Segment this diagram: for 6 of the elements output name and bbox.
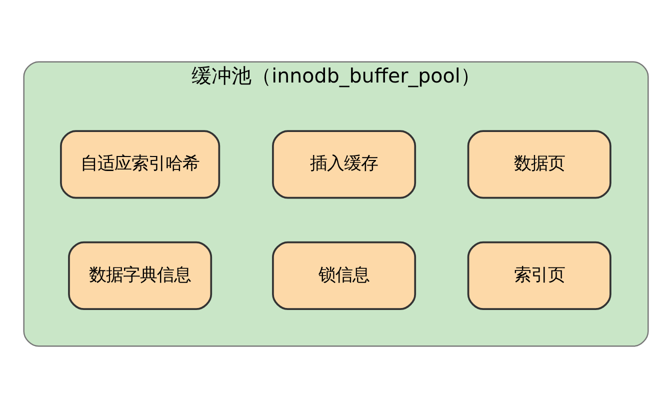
node-box: 锁信息 xyxy=(272,240,416,310)
node-box: 索引页 xyxy=(467,240,612,310)
node-box: 插入缓存 xyxy=(272,130,416,198)
node-box: 数据字典信息 xyxy=(68,240,212,310)
node-box: 数据页 xyxy=(467,130,612,198)
node-box: 自适应索引哈希 xyxy=(60,130,220,198)
